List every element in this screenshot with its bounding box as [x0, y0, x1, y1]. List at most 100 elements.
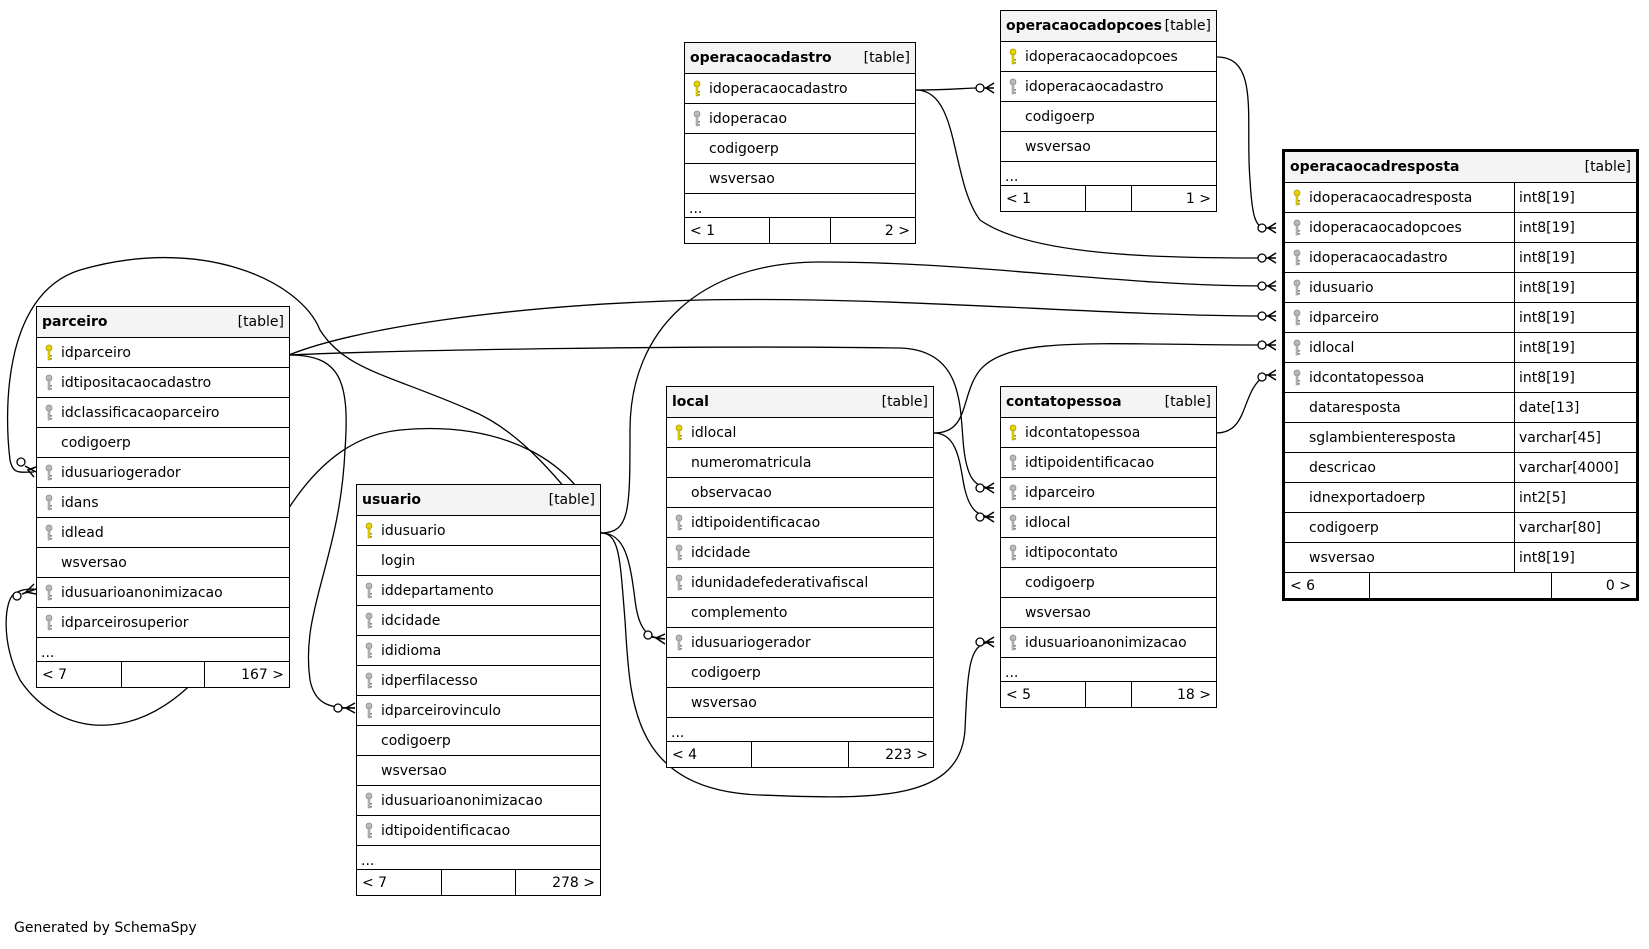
column-row[interactable]: idparceiro	[1001, 478, 1216, 508]
children-count[interactable]: 18 >	[1177, 686, 1211, 703]
foreign-key-icon	[1285, 279, 1309, 297]
children-count[interactable]: 223 >	[885, 746, 928, 763]
column-row[interactable]: idans	[37, 488, 289, 518]
parents-count[interactable]: < 7	[357, 870, 442, 895]
more-columns[interactable]: ...	[37, 638, 289, 662]
column-row[interactable]: idusuarioanonimizacao	[357, 786, 600, 816]
column-row[interactable]: idtipoidentificacao	[667, 508, 933, 538]
column-row[interactable]: idunidadefederativafiscal	[667, 568, 933, 598]
column-row[interactable]: codigoerp	[1001, 568, 1216, 598]
column-row[interactable]: idcontatopessoa	[1001, 418, 1216, 448]
parents-count[interactable]: < 1	[1001, 186, 1086, 211]
column-row[interactable]: observacao	[667, 478, 933, 508]
column-row[interactable]: idusuariogerador	[37, 458, 289, 488]
column-row[interactable]: wsversao	[685, 164, 915, 194]
column-row[interactable]: idtipoidentificacao	[1001, 448, 1216, 478]
primary-key-icon	[685, 80, 709, 98]
parents-count[interactable]: < 4	[667, 742, 752, 767]
relationship-line	[1216, 56, 1267, 229]
parents-count[interactable]: < 5	[1001, 682, 1086, 707]
table-header[interactable]: operacaocadresposta[table]	[1285, 152, 1636, 183]
column-row[interactable]: login	[357, 546, 600, 576]
column-row[interactable]: idusuario	[357, 516, 600, 546]
table-header[interactable]: operacaocadopcoes[table]	[1001, 11, 1216, 42]
table-operacaocadresposta[interactable]: operacaocadresposta[table]idoperacaocadr…	[1282, 149, 1639, 601]
column-name: codigoerp	[1025, 574, 1095, 591]
children-count[interactable]: 167 >	[241, 666, 284, 683]
column-name: wsversao	[691, 694, 757, 711]
table-operacaocadopcoes[interactable]: operacaocadopcoes[table]idoperacaocadopc…	[1000, 10, 1217, 212]
column-row[interactable]: codigoerp	[1001, 102, 1216, 132]
children-count[interactable]: 0 >	[1605, 577, 1631, 594]
more-columns[interactable]: ...	[685, 194, 915, 218]
column-row[interactable]: idlocal	[1001, 508, 1216, 538]
column-row[interactable]: idcidade	[357, 606, 600, 636]
column-row[interactable]: idusuariogerador	[667, 628, 933, 658]
column-type: int8[19]	[1514, 243, 1636, 272]
column-row[interactable]: idoperacao	[685, 104, 915, 134]
column-row[interactable]: idclassificacaoparceiro	[37, 398, 289, 428]
column-row[interactable]: wsversao	[1001, 132, 1216, 162]
table-header[interactable]: parceiro[table]	[37, 307, 289, 338]
children-count[interactable]: 1 >	[1185, 190, 1211, 207]
parents-count[interactable]: < 1	[685, 218, 770, 243]
column-row[interactable]: codigoerp	[37, 428, 289, 458]
parents-count[interactable]: < 6	[1285, 573, 1370, 598]
column-row[interactable]: idparceiro	[37, 338, 289, 368]
column-row[interactable]: iddepartamento	[357, 576, 600, 606]
children-count[interactable]: 2 >	[884, 222, 910, 239]
column-row[interactable]: wsversao	[357, 756, 600, 786]
column-row[interactable]: numeromatricula	[667, 448, 933, 478]
table-operacaocadastro[interactable]: operacaocadastro[table]idoperacaocadastr…	[684, 42, 916, 244]
column-row[interactable]: codigoerp	[685, 134, 915, 164]
more-columns[interactable]: ...	[1001, 658, 1216, 682]
column-row[interactable]: idlead	[37, 518, 289, 548]
children-count[interactable]: 278 >	[552, 874, 595, 891]
column-row[interactable]: idcidade	[667, 538, 933, 568]
column-row[interactable]: idparceirovinculo	[357, 696, 600, 726]
column-row[interactable]: codigoerp	[667, 658, 933, 688]
column-row[interactable]: idperfilacesso	[357, 666, 600, 696]
column-row[interactable]: idoperacaocadastro	[685, 74, 915, 104]
column-row[interactable]: idtipoidentificacao	[357, 816, 600, 846]
parents-count[interactable]: < 7	[37, 662, 122, 687]
table-header[interactable]: contatopessoa[table]	[1001, 387, 1216, 418]
column-row[interactable]: idlocal	[667, 418, 933, 448]
column-row[interactable]: idparceirosuperior	[37, 608, 289, 638]
more-columns[interactable]: ...	[1001, 162, 1216, 186]
column-row[interactable]: idusuarioanonimizacao	[37, 578, 289, 608]
column-row[interactable]: idoperacaocadastro	[1001, 72, 1216, 102]
column-row[interactable]: complemento	[667, 598, 933, 628]
column-row[interactable]: ididioma	[357, 636, 600, 666]
column-row[interactable]: codigoerp	[357, 726, 600, 756]
column-row[interactable]: idtipositacaocadastro	[37, 368, 289, 398]
column-row[interactable]: idtipocontato	[1001, 538, 1216, 568]
table-header[interactable]: usuario[table]	[357, 485, 600, 516]
more-columns[interactable]: ...	[667, 718, 933, 742]
more-columns[interactable]: ...	[357, 846, 600, 870]
table-header[interactable]: local[table]	[667, 387, 933, 418]
column-row[interactable]: wsversao	[667, 688, 933, 718]
column-row[interactable]: idusuarioanonimizacao	[1001, 628, 1216, 658]
table-header[interactable]: operacaocadastro[table]	[685, 43, 915, 74]
column-row[interactable]: wsversao	[37, 548, 289, 578]
column-row[interactable]: wsversao	[1001, 598, 1216, 628]
column-row[interactable]: idoperacaocadopcoes	[1001, 42, 1216, 72]
